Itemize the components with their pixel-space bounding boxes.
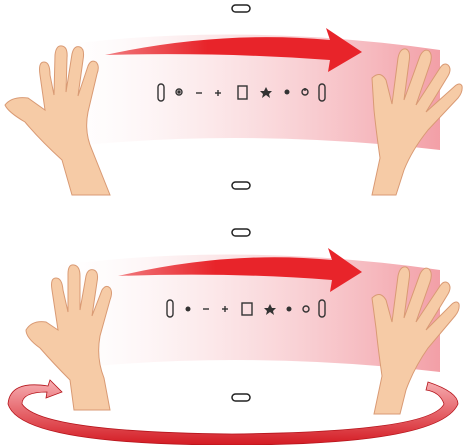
swipe-arrow <box>118 248 362 292</box>
gear-icon <box>284 89 290 95</box>
top-slot-icon <box>231 4 251 13</box>
star-icon <box>260 87 272 98</box>
target-icon <box>185 306 191 312</box>
top-slot-icon <box>231 228 251 237</box>
side-handle-icon <box>318 299 326 318</box>
panel-swipe-rotate <box>7 228 460 445</box>
side-handle-icon <box>166 299 174 318</box>
icon-row <box>157 83 326 102</box>
star-icon <box>264 304 276 315</box>
right-hand <box>371 266 460 415</box>
bottom-slot-icon <box>231 393 251 402</box>
left-hand <box>25 264 112 411</box>
panel-swipe <box>4 4 463 196</box>
swipe-arrow <box>105 28 362 72</box>
power-icon <box>302 305 310 313</box>
square-icon <box>241 302 253 316</box>
left-hand <box>4 45 111 196</box>
plus-icon <box>222 306 228 312</box>
square-icon <box>237 85 248 100</box>
icon-row <box>166 299 326 318</box>
right-hand <box>371 48 463 196</box>
side-handle-icon <box>318 83 326 102</box>
target-icon <box>175 88 183 96</box>
side-handle-icon <box>157 83 165 102</box>
bottom-slot-icon <box>231 181 251 190</box>
gear-icon <box>286 306 292 312</box>
plus-icon <box>215 90 221 96</box>
